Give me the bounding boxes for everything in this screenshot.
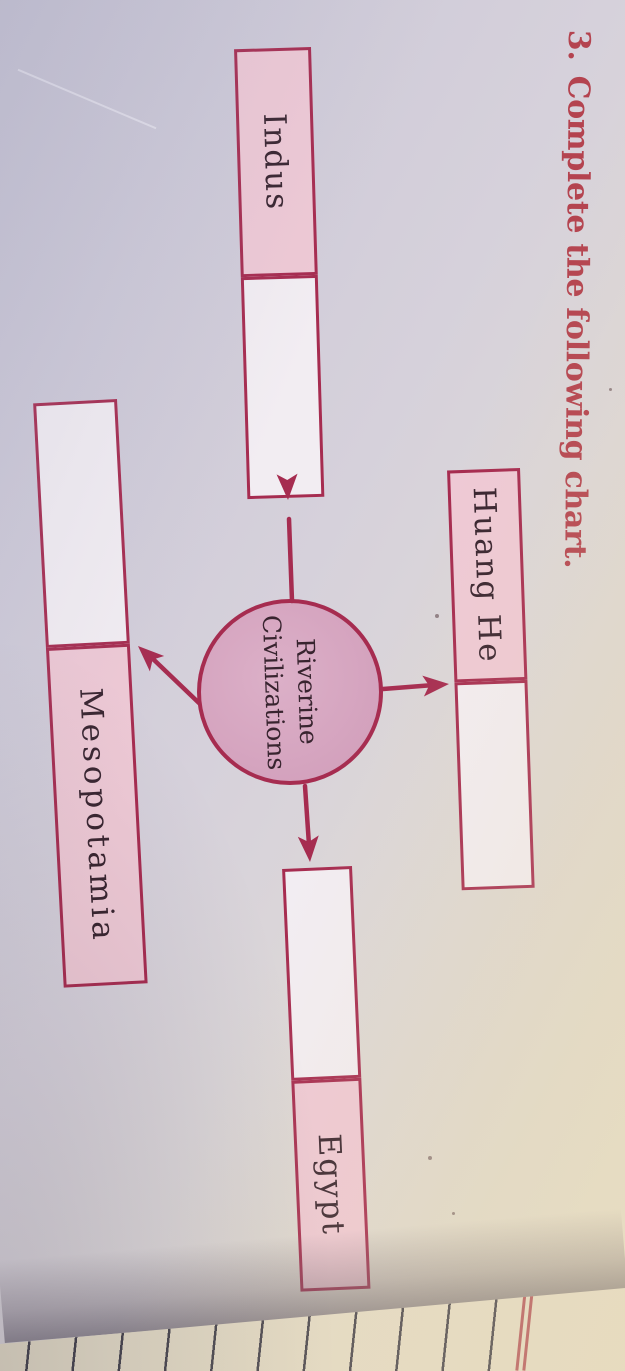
dust-speck [428, 1156, 432, 1160]
arrow-to-huang-he-icon [380, 675, 449, 697]
center-circle: Riverine Civilizations [197, 599, 383, 785]
dust-speck [609, 388, 612, 391]
dust-speck [435, 614, 439, 618]
arrow-to-indus-icon [276, 473, 298, 604]
arrow-to-egypt-icon [297, 783, 319, 862]
dust-speck [452, 1212, 455, 1215]
arrow-to-mesopotamia-icon [138, 646, 202, 706]
